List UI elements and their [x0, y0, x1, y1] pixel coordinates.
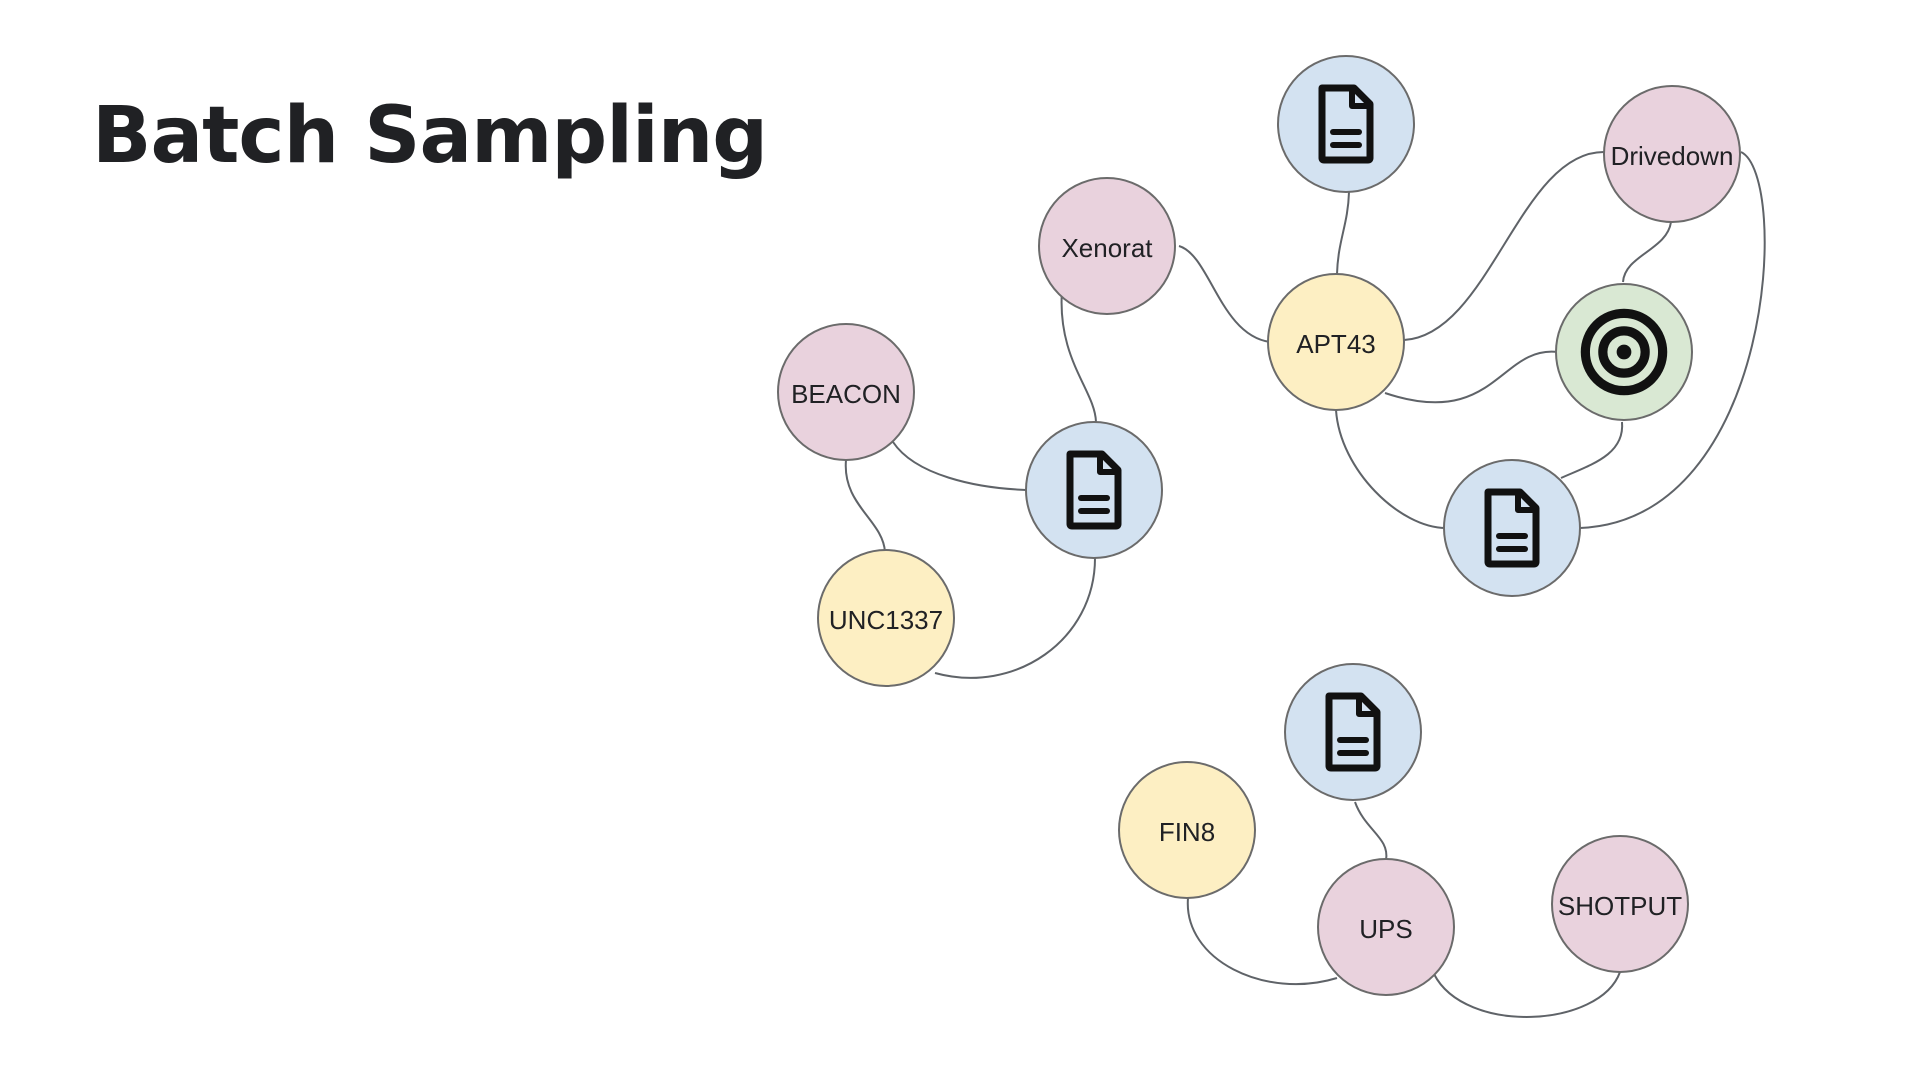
- node-doc-bottom-circle: [1284, 663, 1422, 801]
- node-apt43-label: APT43: [1296, 329, 1376, 359]
- node-xenorat[interactable]: Xenorat: [1038, 177, 1176, 315]
- node-doc-right[interactable]: [1443, 459, 1581, 597]
- node-doc-left-circle: [1025, 421, 1163, 559]
- node-doc-bottom[interactable]: [1284, 663, 1422, 801]
- edge-apt43-doc-right: [1335, 409, 1447, 529]
- edge-beacon-doc-left: [892, 441, 1027, 491]
- node-drivedown-circle: [1603, 85, 1741, 223]
- edge-apt43-target: [1384, 350, 1559, 404]
- node-ups-label: UPS: [1359, 914, 1412, 944]
- node-beacon-circle: [777, 323, 915, 461]
- node-fin8-label: FIN8: [1159, 817, 1215, 847]
- node-fin8[interactable]: FIN8: [1118, 761, 1256, 899]
- node-doc-top[interactable]: [1277, 55, 1415, 193]
- node-shotput-circle: [1551, 835, 1689, 973]
- node-shotput[interactable]: SHOTPUT: [1551, 835, 1689, 973]
- edge-doc-top-apt43: [1336, 191, 1350, 275]
- edge-xenorat-doc-left: [1060, 289, 1097, 423]
- graph-edges: [844, 150, 1766, 1018]
- node-unc1337-label: UNC1337: [829, 605, 943, 635]
- node-shotput-label: SHOTPUT: [1558, 891, 1682, 921]
- node-unc1337[interactable]: UNC1337: [817, 549, 955, 687]
- node-doc-top-circle: [1277, 55, 1415, 193]
- edge-beacon-unc1337: [844, 459, 886, 553]
- node-target[interactable]: [1555, 283, 1693, 421]
- node-xenorat-circle: [1038, 177, 1176, 315]
- node-ups[interactable]: UPS: [1317, 858, 1455, 996]
- graph-nodes: BEACON UNC1337 Xenorat: [777, 55, 1741, 996]
- edge-drivedown-target: [1622, 221, 1672, 283]
- node-ups-circle: [1317, 858, 1455, 996]
- node-doc-left[interactable]: [1025, 421, 1163, 559]
- node-xenorat-label: Xenorat: [1061, 233, 1153, 263]
- node-doc-right-circle: [1443, 459, 1581, 597]
- node-fin8-circle: [1118, 761, 1256, 899]
- node-drivedown[interactable]: Drivedown: [1603, 85, 1741, 223]
- edge-unc1337-doc-left: [934, 557, 1096, 679]
- edge-apt43-drivedown: [1403, 150, 1606, 341]
- edge-drivedown-doc-right: [1579, 151, 1766, 529]
- edge-doc-bottom-ups: [1354, 801, 1388, 861]
- slide-title: Batch Sampling: [92, 91, 768, 181]
- node-unc1337-circle: [817, 549, 955, 687]
- node-beacon-label: BEACON: [791, 379, 901, 409]
- node-drivedown-label: Drivedown: [1611, 141, 1734, 171]
- node-apt43[interactable]: APT43: [1267, 273, 1405, 411]
- edge-xenorat-apt43: [1178, 245, 1271, 343]
- node-beacon[interactable]: BEACON: [777, 323, 915, 461]
- node-apt43-circle: [1267, 273, 1405, 411]
- edge-fin8-ups: [1186, 897, 1338, 986]
- edge-ups-shotput: [1433, 971, 1621, 1018]
- edge-target-doc-right: [1560, 421, 1624, 479]
